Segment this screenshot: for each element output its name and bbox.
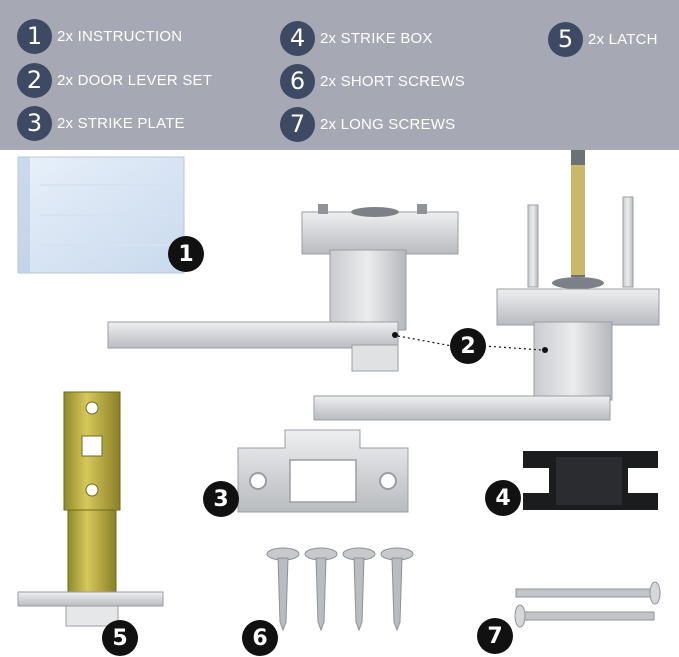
long-screws	[514, 581, 661, 628]
legend-number-badge: 5	[548, 21, 583, 57]
long-screw	[514, 604, 655, 628]
long-screw	[515, 581, 661, 605]
legend-number-badge: 3	[17, 105, 52, 141]
legend-label: 2x SHORT SCREWS	[320, 72, 465, 90]
short-screw	[342, 547, 376, 632]
short-screw	[380, 547, 414, 632]
short-screws	[266, 547, 414, 632]
legend-number-badge: 1	[17, 18, 52, 54]
legend-number-badge: 6	[280, 63, 315, 99]
legend-item-strike-box: 4 2x STRIKE BOX	[280, 20, 433, 56]
legend-label: 2x LONG SCREWS	[320, 115, 456, 133]
legend-label: 2x LATCH	[588, 30, 658, 48]
door-lever-right	[313, 150, 660, 421]
instruction-sheet	[17, 156, 185, 274]
short-screw	[266, 547, 300, 632]
legend-item-long-screws: 7 2x LONG SCREWS	[280, 106, 455, 142]
legend-number-badge: 4	[280, 20, 315, 56]
callout-strike-box: 4	[485, 480, 521, 516]
legend-number-badge: 7	[280, 106, 315, 142]
legend-item-instruction: 1 2x INSTRUCTION	[17, 18, 182, 54]
latch	[17, 391, 164, 627]
legend-item-strike-plate: 3 2x STRIKE PLATE	[17, 105, 185, 141]
parts-legend: 1 2x INSTRUCTION 2 2x DOOR LEVER SET 3 2…	[0, 0, 679, 150]
short-screw	[304, 547, 338, 632]
legend-item-short-screws: 6 2x SHORT SCREWS	[280, 63, 465, 99]
legend-number-badge: 2	[17, 62, 52, 98]
callout-latch: 5	[102, 620, 138, 656]
strike-box	[523, 451, 658, 510]
callout-2-leaders	[392, 332, 548, 353]
legend-item-door-lever-set: 2 2x DOOR LEVER SET	[17, 62, 212, 98]
legend-label: 2x INSTRUCTION	[57, 27, 183, 45]
strike-plate	[237, 429, 409, 513]
product-illustration	[17, 150, 661, 632]
door-lever-left	[107, 204, 459, 372]
legend-item-latch: 5 2x LATCH	[548, 21, 658, 57]
legend-label: 2x STRIKE PLATE	[57, 114, 185, 132]
callout-lever-set: 2	[450, 328, 486, 364]
callout-long-screws: 7	[477, 618, 513, 654]
callout-instruction: 1	[168, 236, 204, 272]
callout-strike-plate: 3	[203, 481, 239, 517]
legend-label: 2x DOOR LEVER SET	[57, 71, 213, 89]
callout-short-screws: 6	[242, 620, 278, 656]
legend-label: 2x STRIKE BOX	[320, 29, 433, 47]
